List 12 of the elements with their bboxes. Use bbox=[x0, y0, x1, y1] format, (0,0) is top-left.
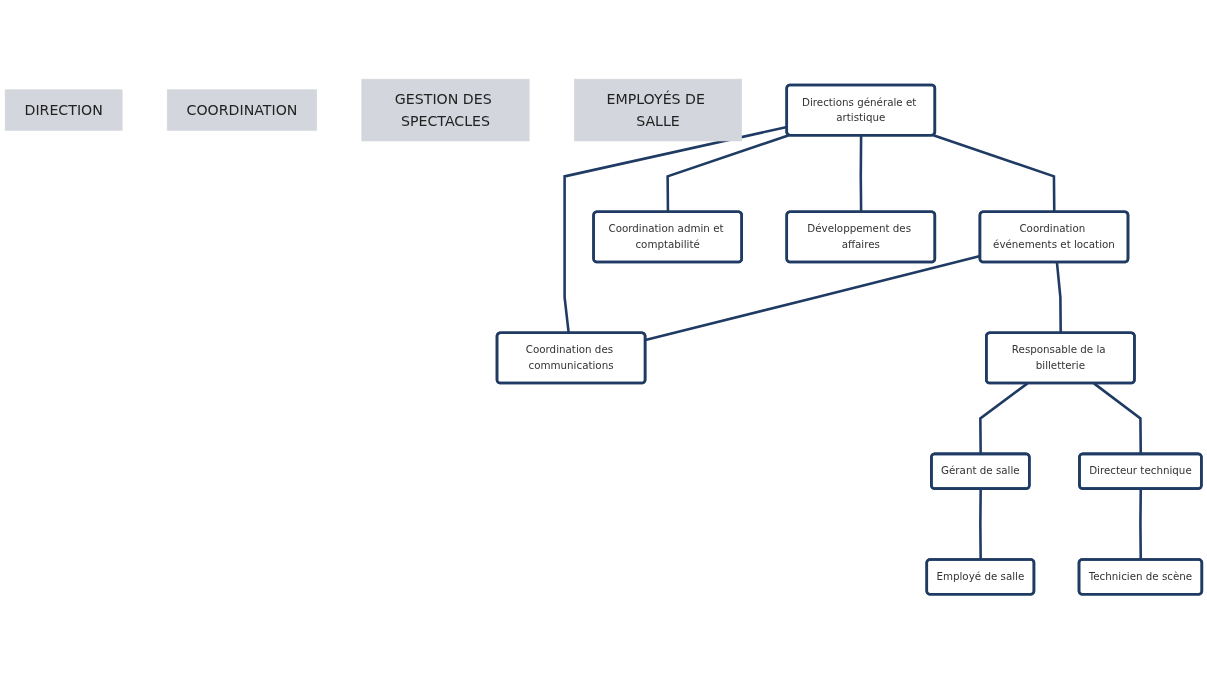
node-box: GESTION DES SPECTACLES bbox=[361, 78, 530, 142]
connector bbox=[859, 135, 863, 212]
connector bbox=[1055, 262, 1062, 333]
connector bbox=[666, 133, 790, 212]
connector bbox=[1093, 382, 1143, 454]
connector bbox=[979, 382, 1029, 454]
node-box: EMPLOYÉS DE SALLE bbox=[573, 78, 742, 142]
node-box: COORDINATION bbox=[166, 89, 318, 131]
connector bbox=[1139, 488, 1143, 560]
connector bbox=[979, 488, 982, 560]
connector bbox=[932, 133, 1056, 212]
node-box: DIRECTION bbox=[4, 89, 123, 131]
